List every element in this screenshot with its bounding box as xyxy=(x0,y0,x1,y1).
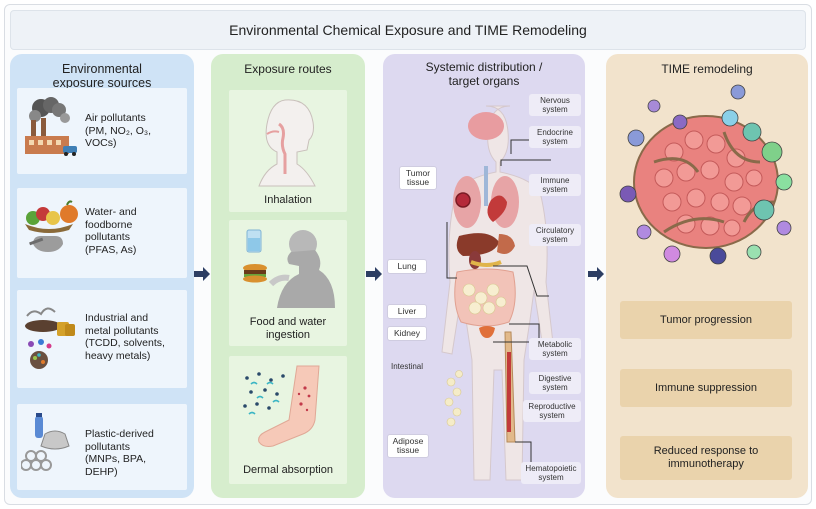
respiratory-head-icon xyxy=(258,99,316,187)
organ-label-hematopoietic: Hematopoietic system xyxy=(521,462,581,484)
organ-label-metabolic: Metabolic system xyxy=(529,338,581,360)
route-label-inhalation: Inhalation xyxy=(264,194,312,206)
organ-label-intestinal: Intestinal xyxy=(390,362,424,371)
organ-label-digestive: Digestive system xyxy=(529,372,581,394)
arrow-right-icon xyxy=(365,267,383,281)
plastic-waste-icon xyxy=(21,412,79,474)
routes-panel: Exposure routes Inhalation Food and wate… xyxy=(211,54,365,498)
organs-heading: Systemic distribution / target organs xyxy=(425,60,543,88)
organ-label-tumor: Tumor tissue xyxy=(399,166,437,190)
source-label-industrial: Industrial and metal pollutants (TCDD, s… xyxy=(85,312,165,362)
outcome-reduced-immunotherapy-response: Reduced response to immunotherapy xyxy=(620,436,792,480)
organ-label-lung: Lung xyxy=(387,259,427,274)
organ-label-nervous: Nervous system xyxy=(529,94,581,116)
time-heading: TIME remodeling xyxy=(661,62,753,76)
factory-smoke-icon xyxy=(21,96,79,158)
human-body-icon xyxy=(441,105,555,481)
arrow-right-icon xyxy=(193,267,211,281)
food-water-icon xyxy=(21,196,79,258)
organ-label-kidney: Kidney xyxy=(387,326,427,341)
organ-label-liver: Liver xyxy=(387,304,427,319)
outcome-immune-suppression: Immune suppression xyxy=(620,369,792,407)
source-label-water-food: Water- and foodborne pollutants (PFAS, A… xyxy=(85,206,137,256)
organ-label-endocrine: Endocrine system xyxy=(529,126,581,148)
route-card-ingestion: Food and water ingestion xyxy=(229,220,347,346)
arrow-right-icon xyxy=(587,267,605,281)
industrial-waste-icon xyxy=(21,300,79,369)
organs-panel: Systemic distribution / target organs xyxy=(383,54,585,498)
sources-heading: Environmental exposure sources xyxy=(52,62,152,90)
organ-label-reproductive: Reproductive system xyxy=(523,400,581,422)
time-panel: TIME remodeling Tumor progression Immune… xyxy=(606,54,808,498)
organ-label-immune: Immune system xyxy=(529,174,581,196)
eating-drinking-icon xyxy=(243,229,335,308)
source-label-air: Air pollutants (PM, NO₂, O₃, VOCs) xyxy=(85,112,152,149)
tumor-microenvironment-icon xyxy=(619,84,793,265)
source-card-plastic: Plastic-derived pollutants (MNPs, BPA, D… xyxy=(17,404,187,490)
route-label-ingestion: Food and water ingestion xyxy=(249,316,327,341)
routes-heading: Exposure routes xyxy=(244,62,332,76)
source-card-industrial: Industrial and metal pollutants (TCDD, s… xyxy=(17,290,187,388)
organ-label-adipose: Adipose tissue xyxy=(387,434,429,458)
route-card-inhalation: Inhalation xyxy=(229,90,347,212)
route-card-dermal: Dermal absorption xyxy=(229,356,347,484)
sources-panel: Environmental exposure sources Air pollu… xyxy=(10,54,194,498)
source-label-plastic: Plastic-derived pollutants (MNPs, BPA, D… xyxy=(85,428,154,478)
outcome-tumor-progression: Tumor progression xyxy=(620,301,792,339)
source-card-air: Air pollutants (PM, NO₂, O₃, VOCs) xyxy=(17,88,187,174)
route-label-dermal: Dermal absorption xyxy=(243,464,333,476)
source-card-water-food: Water- and foodborne pollutants (PFAS, A… xyxy=(17,188,187,278)
skin-leg-icon xyxy=(243,365,320,447)
figure-title: Environmental Chemical Exposure and TIME… xyxy=(10,10,806,50)
organ-label-circulatory: Circulatory system xyxy=(529,224,581,246)
